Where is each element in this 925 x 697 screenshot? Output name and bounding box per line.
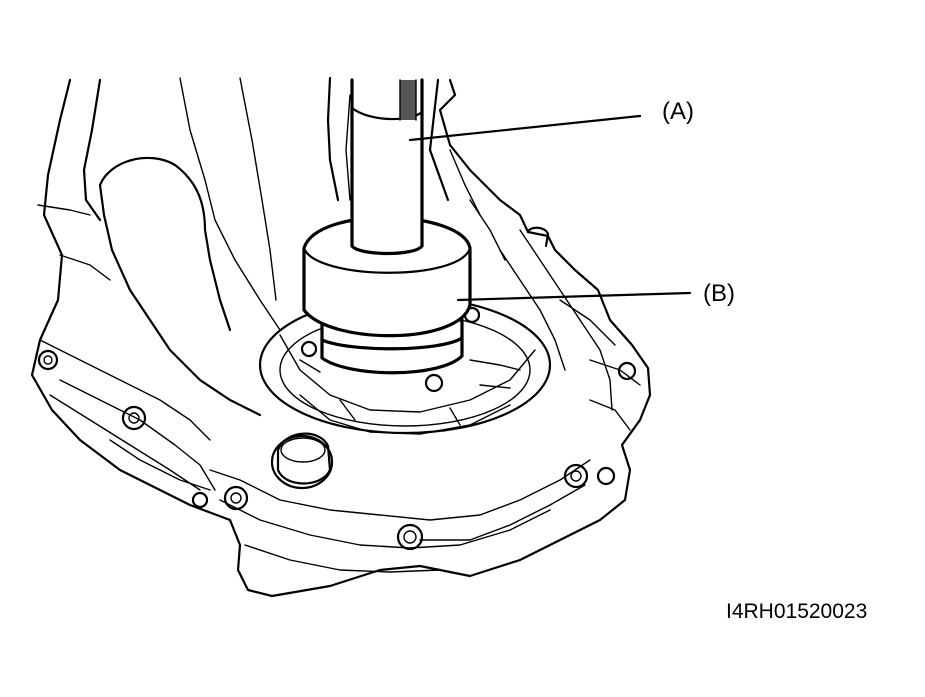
- leader-line-b: [456, 291, 692, 302]
- mounting-boss: [526, 226, 550, 248]
- handle-a: [350, 78, 424, 256]
- bolt-hole: [191, 491, 209, 509]
- bolt-hole: [396, 523, 424, 551]
- bolt-hole: [37, 349, 59, 371]
- installer-tool-b: [302, 216, 472, 375]
- bolt-hole: [617, 361, 637, 381]
- bolt-holes: [37, 306, 637, 551]
- leader-line-a: [408, 114, 642, 142]
- bolt-hole: [563, 463, 589, 489]
- bolt-hole: [223, 485, 249, 511]
- drain-plug: [270, 432, 334, 490]
- bolt-hole: [300, 340, 318, 358]
- bolt-hole: [121, 405, 147, 431]
- callout-label-b: (B): [703, 280, 735, 307]
- transmission-case: [30, 76, 652, 598]
- figure-code: I4RH01520023: [726, 600, 868, 623]
- bolt-hole: [424, 373, 444, 393]
- callout-label-a: (A): [662, 98, 694, 125]
- bolt-hole: [596, 466, 616, 486]
